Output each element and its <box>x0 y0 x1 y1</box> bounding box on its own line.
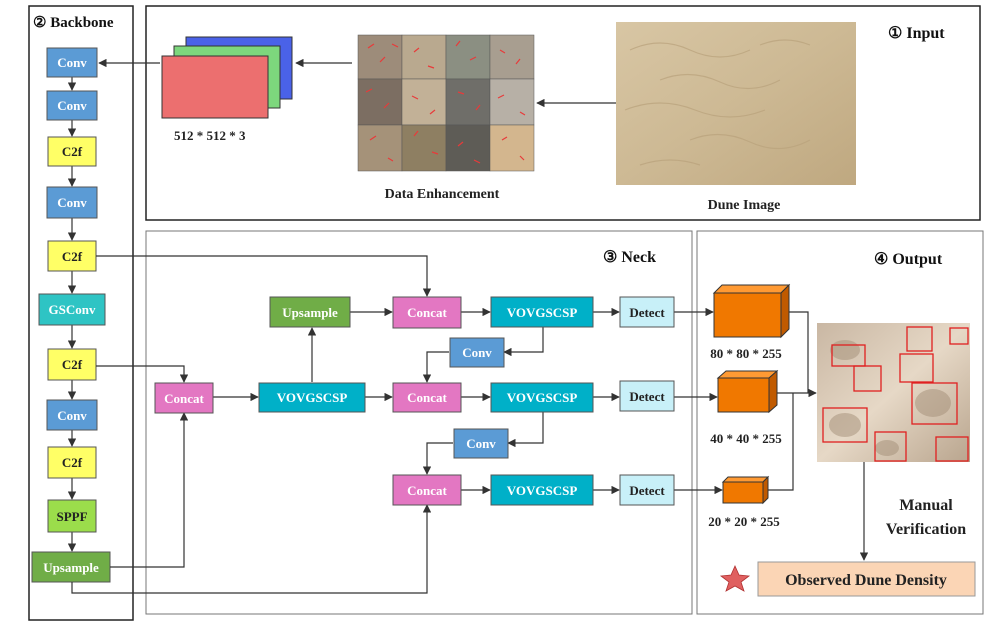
manual-verification-line2: Verification <box>886 521 966 538</box>
dune-image-label: Dune Image <box>708 198 781 213</box>
neck-detect-3: Detect <box>619 474 675 506</box>
neck-concat-top: Concat <box>392 296 462 329</box>
svg-text:Conv: Conv <box>57 195 87 210</box>
detection-result-image <box>817 323 970 462</box>
input-title: ① Input <box>888 25 945 42</box>
neck-vovgscsp-middle: VOVGSCSP <box>490 382 594 413</box>
neck-title: ③ Neck <box>603 249 656 266</box>
svg-text:C2f: C2f <box>62 144 83 159</box>
svg-text:Detect: Detect <box>629 305 665 320</box>
svg-text:Upsample: Upsample <box>282 305 338 320</box>
output-cube-40 <box>716 369 779 414</box>
backbone-block-gsconv: GSConv <box>38 293 106 326</box>
input-arrows <box>98 58 616 108</box>
svg-text:VOVGSCSP: VOVGSCSP <box>507 305 578 320</box>
manual-verification-line1: Manual <box>899 497 953 514</box>
size-label-40: 40 * 40 * 255 <box>710 431 782 446</box>
svg-text:Detect: Detect <box>629 483 665 498</box>
neck-connections <box>71 255 869 594</box>
svg-text:Observed Dune Density: Observed Dune Density <box>785 572 947 589</box>
neck-panel <box>145 230 693 615</box>
neck-conv-1: Conv <box>449 337 505 368</box>
backbone-title: ② Backbone <box>33 15 114 31</box>
svg-text:Detect: Detect <box>629 389 665 404</box>
data-enhancement-mosaic <box>357 34 535 172</box>
neck-detect-2: Detect <box>619 380 675 412</box>
neck-vovgscsp-left: VOVGSCSP <box>258 382 366 413</box>
svg-text:Conv: Conv <box>462 345 492 360</box>
neck-detect-1: Detect <box>619 296 675 328</box>
svg-text:VOVGSCSP: VOVGSCSP <box>507 483 578 498</box>
neck-upsample: Upsample <box>269 296 351 328</box>
svg-text:Concat: Concat <box>407 390 447 405</box>
observed-dune-density-box: Observed Dune Density <box>757 561 976 597</box>
neck-vovgscsp-bottom: VOVGSCSP <box>490 474 594 506</box>
neck-conv-2: Conv <box>453 428 509 459</box>
neck-vovgscsp-top: VOVGSCSP <box>490 296 594 328</box>
svg-text:C2f: C2f <box>62 357 83 372</box>
svg-text:Concat: Concat <box>407 305 447 320</box>
output-cube-80 <box>712 283 791 339</box>
data-enhancement-label: Data Enhancement <box>385 187 500 202</box>
svg-text:Concat: Concat <box>407 483 447 498</box>
neck-concat-left: Concat <box>154 382 214 414</box>
input-panel <box>145 5 981 221</box>
backbone-block-conv-1: Conv <box>46 47 98 78</box>
size-label-80: 80 * 80 * 255 <box>710 346 782 361</box>
backbone-block-conv-2: Conv <box>46 90 98 121</box>
svg-text:Upsample: Upsample <box>43 560 99 575</box>
star-icon <box>719 565 751 592</box>
size-label-20: 20 * 20 * 255 <box>708 514 780 529</box>
dune-image <box>616 22 856 185</box>
backbone-block-c2f-3: C2f <box>47 348 97 381</box>
backbone-block-c2f-4: C2f <box>47 446 97 479</box>
input-tensor-stack <box>161 36 293 119</box>
svg-text:GSConv: GSConv <box>49 302 96 317</box>
backbone-block-conv-4: Conv <box>46 399 98 431</box>
backbone-block-upsample: Upsample <box>31 551 111 583</box>
svg-text:Conv: Conv <box>57 98 87 113</box>
backbone-panel <box>28 5 134 621</box>
svg-text:Concat: Concat <box>164 391 204 406</box>
svg-text:Conv: Conv <box>466 436 496 451</box>
neck-concat-middle: Concat <box>392 382 462 413</box>
backbone-block-conv-3: Conv <box>46 186 98 219</box>
svg-text:Conv: Conv <box>57 55 87 70</box>
svg-text:C2f: C2f <box>62 249 83 264</box>
tensor-size-label: 512 * 512 * 3 <box>174 128 246 143</box>
svg-text:VOVGSCSP: VOVGSCSP <box>277 390 348 405</box>
output-title: ④ Output <box>874 251 943 268</box>
output-panel <box>696 230 984 615</box>
svg-text:Conv: Conv <box>57 408 87 423</box>
output-cube-20 <box>721 475 770 505</box>
neck-concat-bottom: Concat <box>392 474 462 506</box>
svg-text:C2f: C2f <box>62 455 83 470</box>
svg-text:SPPF: SPPF <box>56 509 87 524</box>
svg-text:VOVGSCSP: VOVGSCSP <box>507 390 578 405</box>
backbone-block-c2f-1: C2f <box>47 136 97 167</box>
backbone-block-sppf: SPPF <box>47 499 97 533</box>
backbone-block-c2f-2: C2f <box>47 240 97 272</box>
